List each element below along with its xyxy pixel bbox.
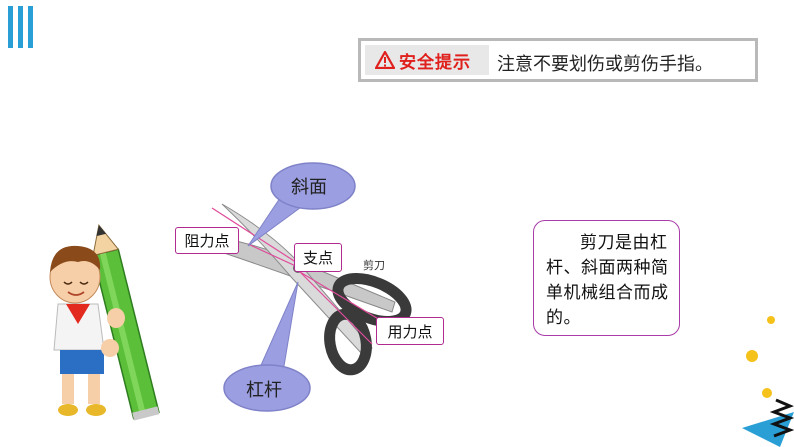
decorative-bars [8, 6, 34, 48]
lever-label: 杠杆 [246, 380, 282, 401]
resistance-point-label: 阻力点 [175, 227, 239, 254]
lever-bubble [223, 281, 311, 412]
safety-tag: 安全提示 [365, 45, 489, 75]
incline-label: 斜面 [291, 177, 327, 198]
incline-bubble [247, 162, 356, 247]
safety-tip-box: 安全提示 注意不要划伤或剪伤手指。 [358, 38, 758, 82]
explanation-box: 剪刀是由杠杆、斜面两种简单机械组合而成的。 [533, 220, 680, 336]
boy-with-pencil-illustration [49, 224, 160, 421]
corner-decorations [742, 316, 794, 447]
warning-icon [375, 51, 395, 69]
safety-message: 注意不要划伤或剪伤手指。 [497, 54, 713, 75]
effort-point-label: 用力点 [376, 317, 444, 345]
safety-tag-text: 安全提示 [399, 52, 471, 73]
explanation-text: 剪刀是由杠杆、斜面两种简单机械组合而成的。 [546, 233, 669, 328]
scissors-caption: 剪刀 [363, 259, 385, 272]
fulcrum-label: 支点 [294, 243, 342, 272]
